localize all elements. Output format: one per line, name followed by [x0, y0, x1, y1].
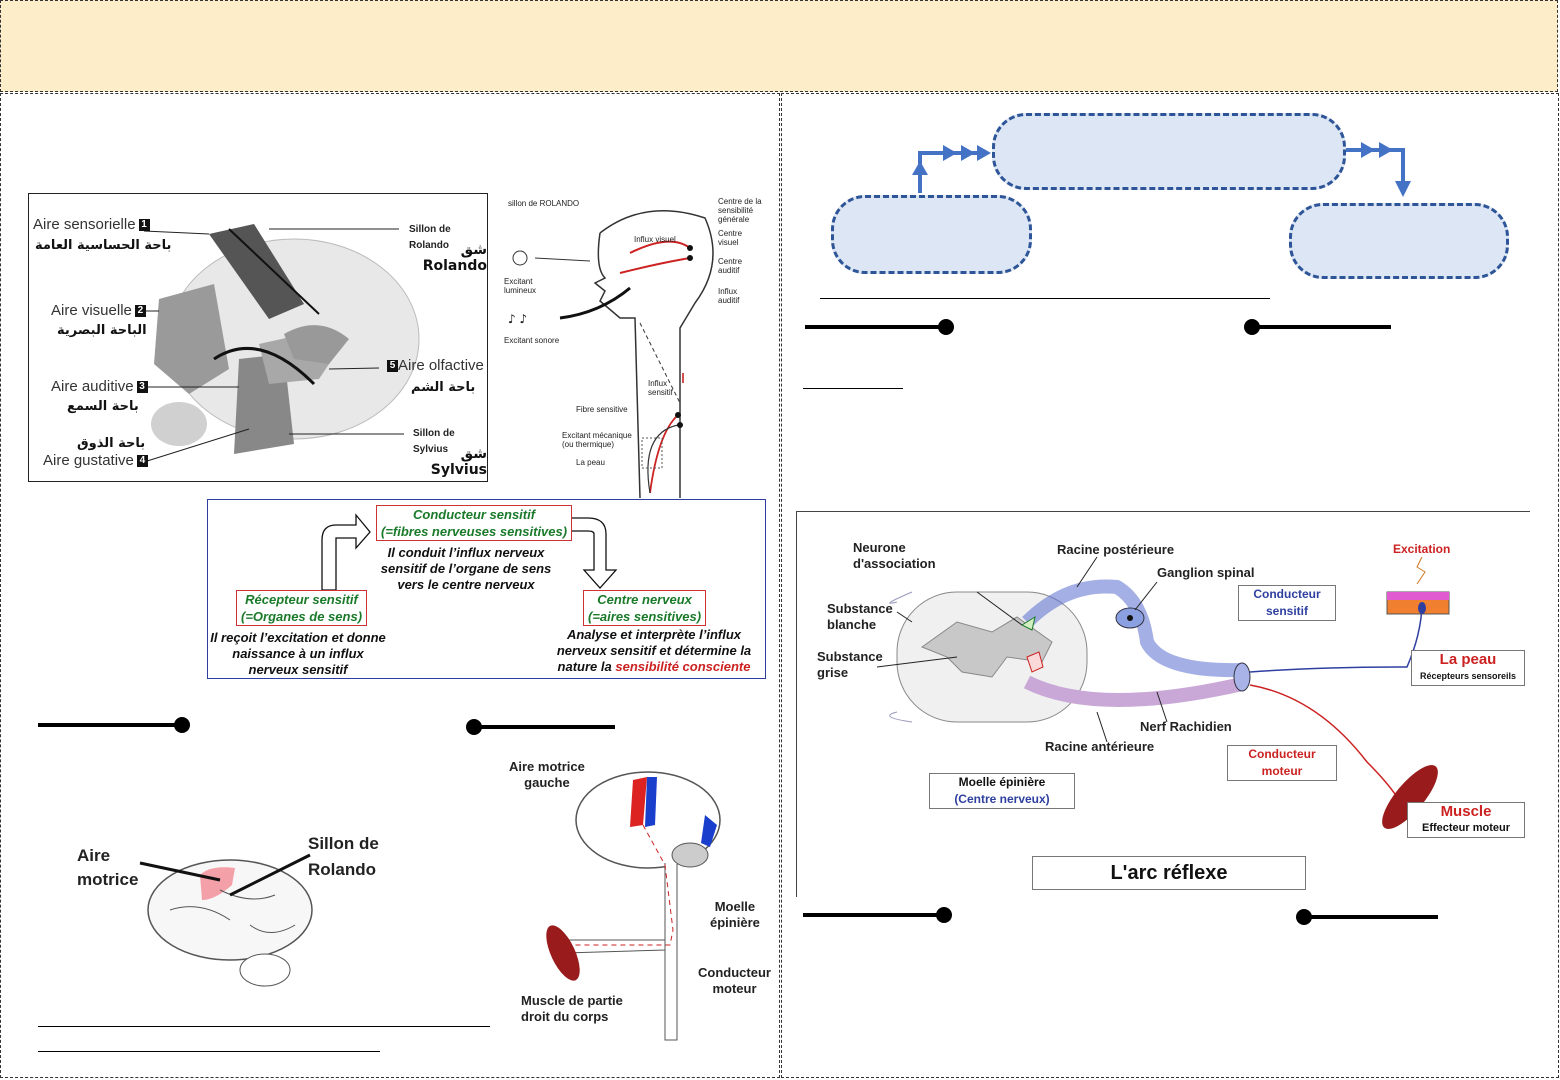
- label-influx-auditif: Influx auditif: [718, 287, 740, 305]
- motor-pathway-illustration: [546, 771, 721, 1041]
- reflex-arc-title: L'arc réflexe: [1032, 856, 1306, 890]
- sensory-flow-box: Conducteur sensitif(=fibres nerveuses se…: [207, 499, 766, 679]
- conducteur-sensitif-box: Conducteur sensitif(=fibres nerveuses se…: [376, 505, 573, 541]
- recepteur-sensitif-box: Récepteur sensitif(=Organes de sens): [236, 590, 368, 626]
- moelle-epiniere-label-box: Moelle épinière(Centre nerveux): [929, 773, 1075, 809]
- blank-line-right-3: [803, 907, 952, 923]
- label-nerf-rachidien: Nerf Rachidien: [1140, 719, 1232, 734]
- blank-line-right-4: [1296, 909, 1438, 925]
- label-aire-gustative-ar: باحة الذوق: [77, 436, 146, 451]
- label-sillon-sylvius: Sillon de Sylvius: [413, 428, 455, 455]
- flow-arrows: [321, 513, 618, 591]
- centre-nerveux-box: Centre nerveux(=aires sensitives): [583, 590, 707, 626]
- label-la-peau: La peau: [576, 458, 605, 467]
- text-line-right-2: [803, 388, 903, 389]
- svg-text:♪ ♪: ♪ ♪: [508, 312, 527, 326]
- conducteur-desc: Il conduit l’influx nerveux sensitif de …: [380, 545, 552, 592]
- flow-pill-right: [1289, 203, 1509, 279]
- label-excitant-lumineux: Excitant lumineux: [504, 277, 537, 295]
- label-sillon-sylvius-ar: شق Sylvius: [430, 446, 487, 478]
- label-centre-visuel: Centre visuel: [718, 229, 743, 247]
- header-banner: [0, 0, 1558, 92]
- label-aire-olfactive-ar: باحة الشم: [411, 380, 476, 395]
- reflex-arc-illustration: [876, 556, 1450, 829]
- blank-line-left-1: [38, 717, 190, 733]
- text-line-left-2: [38, 1051, 380, 1052]
- label-centre-sensibilite: Centre de la sensibilité générale: [718, 197, 762, 224]
- label-sillon-rolando-2: sillon de ROLANDO: [508, 199, 580, 208]
- label-excitant-mecanique: Excitant mécanique (ou thermique): [562, 431, 632, 449]
- flow-diagram-arrows: [912, 142, 1411, 197]
- centre-desc: Analyse et interprète l’influx nerveux s…: [556, 627, 752, 674]
- text-line-left-1: [38, 1026, 490, 1027]
- blank-line-left-2: [466, 719, 615, 735]
- label-racine-anterieure: Racine antérieure: [1045, 739, 1155, 754]
- label-influx-visuel: Influx visuel: [634, 235, 676, 244]
- text-line-right-1: [820, 298, 1270, 299]
- label-sillon-rolando-ar: شق Rolando: [422, 242, 487, 274]
- label-excitation: Excitation: [1393, 542, 1451, 556]
- label-ganglion-spinal: Ganglion spinal: [1157, 565, 1255, 580]
- label-centre-auditif: Centre auditif: [718, 257, 743, 275]
- flow-pill-center: [992, 113, 1346, 190]
- left-panel: [0, 93, 780, 1078]
- sensation-pathway-figure: ♪ ♪ sillon de ROLANDO Centre de la sensi…: [500, 193, 780, 498]
- label-influx-sensitif: Influx sensitif: [648, 379, 673, 397]
- head-spine-illustration: ♪ ♪: [508, 209, 714, 498]
- right-panel: [781, 93, 1559, 1078]
- recepteur-desc: Il reçoit l’excitation et donne naissanc…: [210, 630, 386, 677]
- label-aire-auditive-ar: باحة السمع: [67, 399, 139, 414]
- blank-line-right-2: [1244, 319, 1391, 335]
- label-excitant-sonore: Excitant sonore: [504, 336, 560, 345]
- label-racine-posterieure: Racine postérieure: [1057, 542, 1175, 557]
- label-aire-visuelle-ar: الباحة البصرية: [57, 323, 147, 338]
- flow-pill-left: [831, 195, 1032, 274]
- brain-illustration: [143, 224, 420, 463]
- label-sillon-rolando: Sillon de Rolando: [409, 224, 451, 251]
- label-aire-sensorielle-ar: باحة الحساسية العامة: [35, 238, 172, 253]
- label-fibre-sensitive: Fibre sensitive: [576, 405, 628, 414]
- motor-brain-illustration: [139, 853, 313, 987]
- blank-line-right-1: [805, 319, 954, 335]
